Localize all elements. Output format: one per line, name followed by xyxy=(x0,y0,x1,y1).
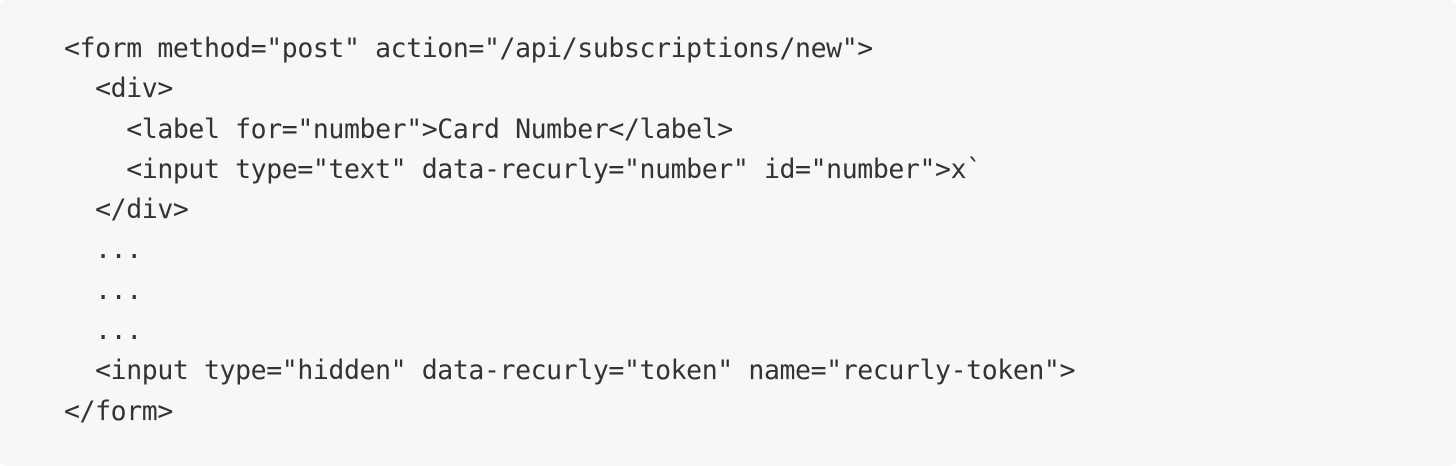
code-line-2: <div> xyxy=(64,73,173,105)
code-line-4: <input type="text" data-recurly="number"… xyxy=(64,153,982,185)
code-line-9: <input type="hidden" data-recurly="token… xyxy=(64,355,1076,387)
code-line-7: ... xyxy=(64,274,142,306)
code-content: <form method="post" action="/api/subscri… xyxy=(64,29,1456,432)
code-line-10: </form> xyxy=(64,395,173,427)
code-line-8: ... xyxy=(64,315,142,347)
code-line-6: ... xyxy=(64,234,142,266)
code-line-1: <form method="post" action="/api/subscri… xyxy=(64,33,873,64)
code-line-5: </div> xyxy=(64,194,189,226)
code-line-3: <label for="number">Card Number</label> xyxy=(64,113,733,145)
